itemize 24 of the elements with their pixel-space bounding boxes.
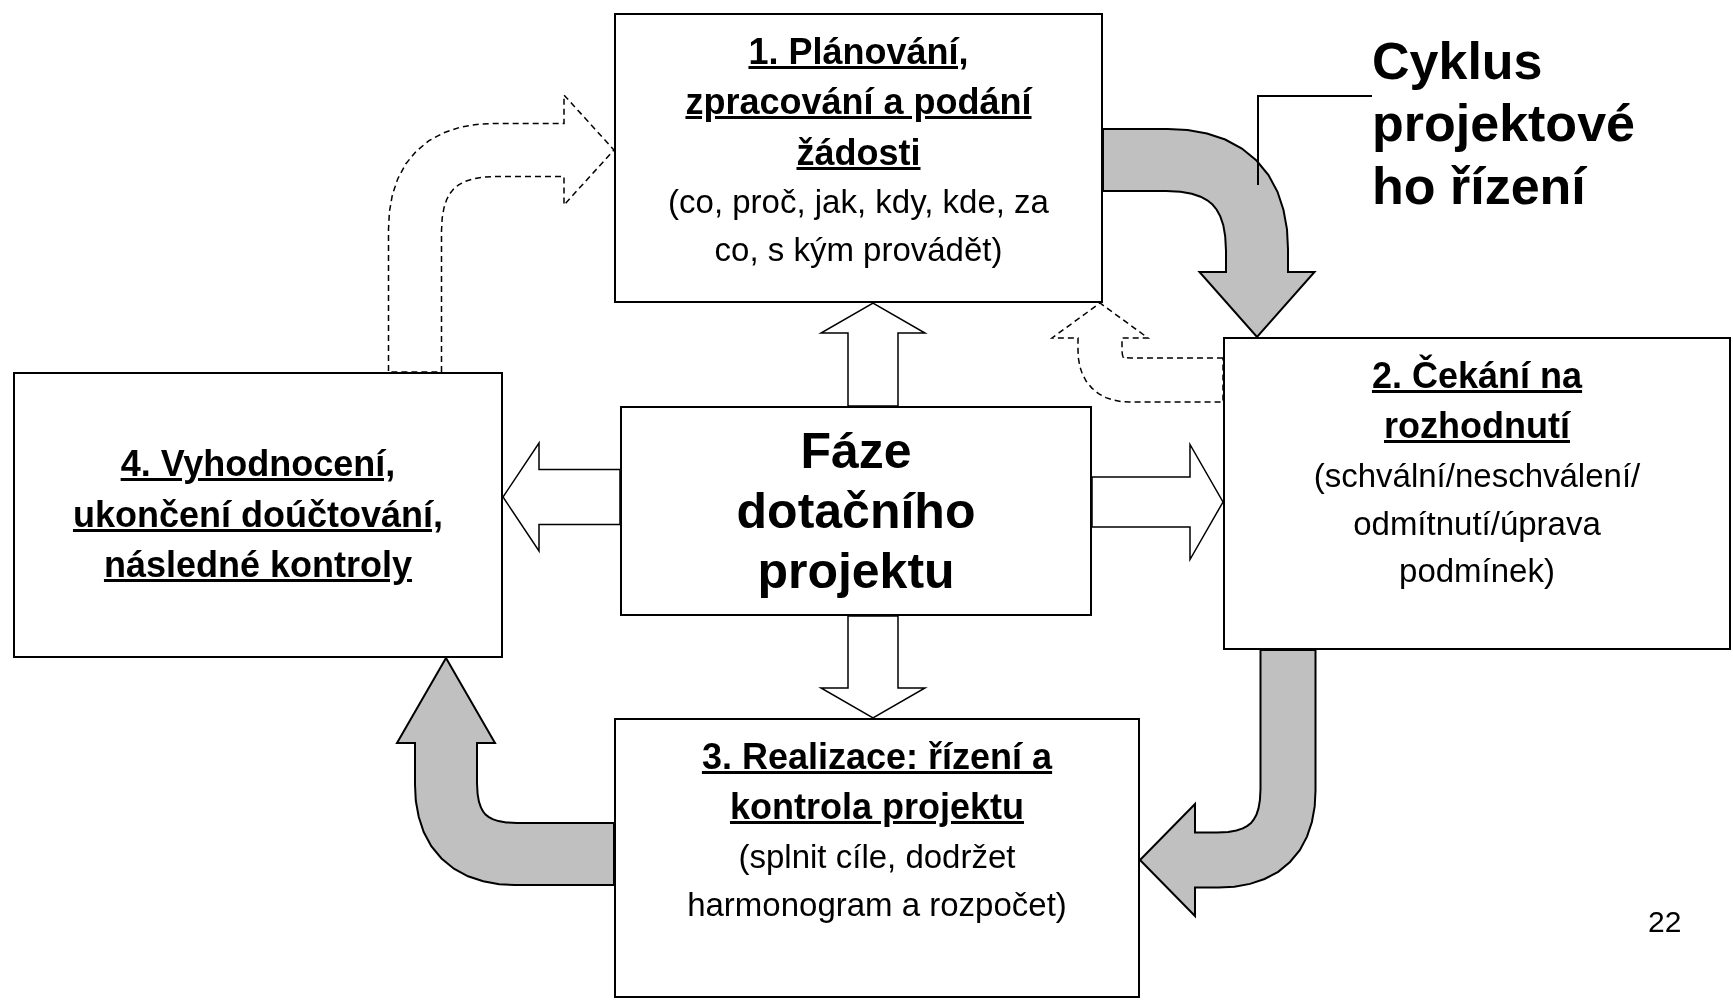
stage-heading: 1. Plánování, zpracování a podání žádosti <box>684 30 1034 175</box>
block-arrow <box>1091 441 1224 563</box>
leader-line <box>1257 95 1373 186</box>
curved-arrow <box>1102 128 1317 339</box>
phase-title: Fáze dotačního projektu <box>735 422 977 601</box>
dashed-curved-arrow <box>1049 302 1224 403</box>
stage-box <box>614 13 1103 303</box>
stage-box <box>13 372 503 658</box>
stage-heading: 4. Vyhodnocení, ukončení doúčtování, následné kontroly <box>71 442 444 588</box>
stage-description: (splnit cíle, dodržet harmonogram a rozpočet) <box>686 836 1068 925</box>
stage-description: (schvální/neschválení/ odmítnutí/úprava podmínek) <box>1312 455 1642 592</box>
dashed-curved-arrow <box>387 93 615 373</box>
page-number: 22 <box>1648 905 1682 939</box>
cycle-label: Cyklus projektové ho řízení <box>1372 31 1636 217</box>
stage-description: (co, proč, jak, kdy, kde, za co, s kým provádět) <box>667 182 1050 270</box>
stage-box <box>614 718 1140 998</box>
stage-box <box>1223 337 1731 650</box>
block-arrow <box>818 615 928 719</box>
stage-heading: 2. Čekání na rozhodnutí <box>1370 353 1584 449</box>
phase-box <box>620 406 1092 616</box>
block-arrow <box>502 440 621 554</box>
block-arrow <box>818 302 928 407</box>
curved-arrow <box>1138 649 1317 919</box>
stage-heading: 3. Realizace: řízení a kontrola projektu <box>700 735 1054 830</box>
